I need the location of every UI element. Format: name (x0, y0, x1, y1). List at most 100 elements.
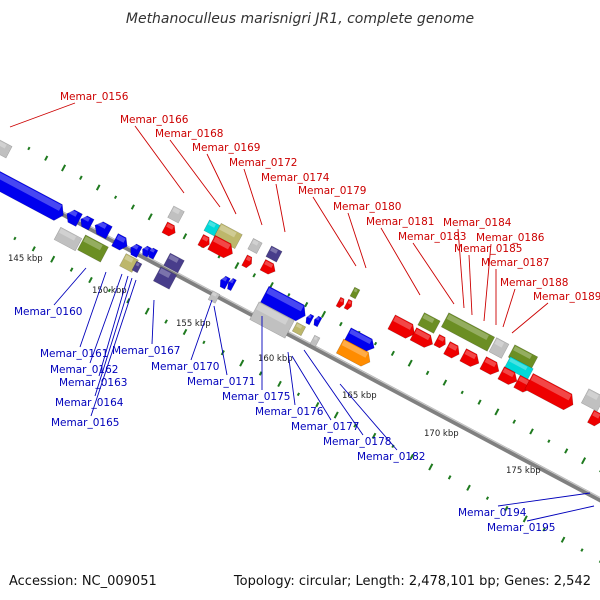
gc-mark-outer (147, 213, 153, 221)
leader-line (339, 383, 398, 451)
gene-feature (313, 315, 323, 328)
gene-shine (530, 374, 572, 401)
leader-line (380, 227, 421, 296)
gc-mark-outer (529, 428, 534, 435)
gc-mark-outer (339, 321, 343, 327)
accession-text: Accession: NC_009051 (9, 574, 157, 589)
gene-shine (219, 224, 237, 238)
leader-line (468, 254, 473, 316)
gene-label-reverse: Memar_0167 (112, 345, 180, 357)
leader-line (312, 196, 357, 267)
gene-label-forward: Memar_0172 (229, 157, 297, 169)
gene-feature (259, 259, 276, 275)
gene-shine (245, 256, 252, 262)
gc-mark-inner (107, 288, 111, 293)
gene-shine (229, 278, 235, 284)
gc-mark-outer (477, 399, 482, 405)
gene-feature (249, 301, 295, 339)
gene-shine (68, 208, 78, 217)
gene-feature (409, 327, 434, 348)
gene-shine (96, 220, 107, 229)
gene-label-forward: Memar_0186 (476, 232, 545, 244)
leader-line (213, 305, 228, 376)
gc-mark-outer (130, 204, 135, 210)
gene-label-forward: Memar_0184 (443, 217, 512, 229)
leader-line (151, 299, 155, 345)
gene-shine (172, 207, 181, 215)
leader-line (511, 302, 549, 334)
gene-feature (459, 348, 480, 367)
gc-mark-outer (442, 379, 448, 386)
gc-mark-inner (277, 380, 282, 388)
gene-feature (197, 234, 210, 249)
gene-label-reverse: Memar_0171 (187, 376, 255, 388)
gene-shine (124, 254, 134, 263)
leader-line (134, 125, 185, 194)
gene-shine (339, 298, 344, 303)
gene-shine (448, 342, 458, 351)
gc-mark-inner (485, 496, 490, 500)
gene-label-reverse: Memar_0177 (291, 421, 359, 433)
gene-shine (83, 236, 103, 251)
gc-mark-outer (269, 281, 274, 289)
gc-mark-outer (27, 146, 31, 151)
gc-mark-outer (390, 350, 395, 357)
gene-label-forward: Memar_0179 (298, 185, 366, 197)
gene-feature (344, 327, 375, 352)
gene-label-reverse: Memar_0161 (40, 348, 108, 360)
gc-mark-outer (373, 341, 378, 346)
gene-feature (305, 313, 315, 326)
tick-label: 160 kbp (258, 354, 293, 364)
gene-label-forward: Memar_0188 (500, 277, 568, 289)
topology-text: Topology: circular; Length: 2,478,101 bp… (233, 574, 591, 589)
gene-feature (0, 138, 13, 159)
gene-shine (252, 239, 259, 246)
gene-feature (524, 372, 574, 411)
gc-mark-outer (564, 448, 569, 454)
gc-mark-outer (460, 390, 464, 395)
gene-shine (82, 215, 90, 222)
gene-label-reverse: Memar_0165 (51, 417, 119, 429)
gc-mark-inner (504, 505, 509, 512)
gene-label-forward: Memar_0168 (155, 128, 223, 140)
gc-mark-inner (542, 527, 546, 532)
leader-line (502, 288, 516, 328)
gene-shine (592, 411, 600, 419)
gc-mark-outer (494, 408, 500, 416)
gene-feature (387, 314, 415, 339)
gene-shine (202, 235, 209, 242)
gene-shine (213, 236, 231, 250)
gene-shine (264, 260, 274, 268)
gene-shine (393, 316, 413, 330)
gc-mark-outer (581, 457, 587, 465)
gene-shine (116, 234, 126, 243)
gene-shine (58, 228, 77, 241)
gc-mark-inner (144, 307, 150, 315)
gene-shine (256, 303, 289, 325)
gc-mark-outer (547, 439, 551, 443)
gene-feature (163, 252, 185, 274)
map-title: Methanoculleus marisnigri JR1, complete … (126, 11, 474, 27)
gene-shine (508, 357, 528, 371)
gc-mark-outer (234, 262, 240, 270)
gene-labels: Memar_0156Memar_0166Memar_0168Memar_0169… (9, 91, 600, 534)
gene-label-reverse: Memar_0160 (14, 306, 82, 318)
leader-line (526, 505, 595, 522)
tick-label: 155 kbp (176, 319, 211, 329)
gene-shine (149, 248, 155, 253)
gc-mark-inner (580, 548, 584, 552)
gene-shine (221, 276, 228, 282)
gene-feature (488, 337, 510, 359)
gene-feature (247, 238, 263, 254)
gc-mark-inner (409, 453, 414, 460)
gene-shine (295, 323, 303, 329)
gene-shine (586, 390, 599, 400)
gc-mark-outer (95, 184, 101, 191)
gc-mark-inner (466, 484, 471, 491)
leader-line (347, 212, 367, 269)
leader-line (206, 153, 237, 215)
gene-shine (513, 346, 532, 360)
gene-label-forward: Memar_0187 (481, 257, 549, 269)
gene-feature (479, 356, 500, 375)
